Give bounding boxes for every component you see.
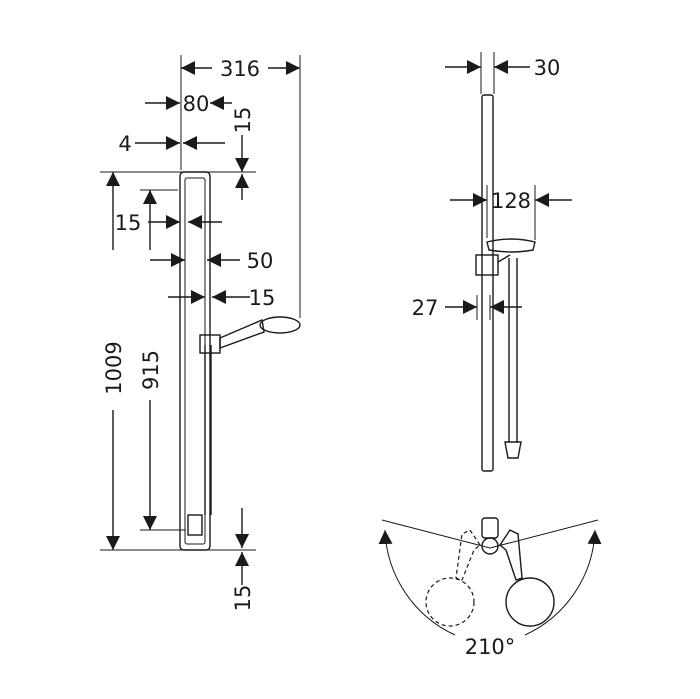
front-view: 316 80 4 15 1009 915 15 50 15 [100,55,301,612]
dim-top-margin: 15 [231,107,255,134]
wall-bracket [481,517,499,539]
side-holder [475,254,499,276]
head-position-dashed [425,577,475,627]
handshower-head [259,316,301,334]
dim-bar-offset: 50 [247,249,274,273]
dim-height-total: 1009 [102,341,126,394]
hose [204,345,212,515]
dim-holder-offset: 15 [249,286,276,310]
dim-offset-small: 4 [118,132,131,156]
handshower-handle [219,319,265,349]
dim-width-total: 316 [220,57,260,81]
dim-height-inner: 915 [139,350,163,390]
side-hose [497,254,518,442]
side-view: 30 128 27 [412,52,572,472]
bottom-cap [187,514,203,536]
side-head [486,238,536,253]
dim-bar-depth: 30 [534,56,561,80]
rotation-angle: 210° [465,635,516,659]
head-position-solid [505,577,555,627]
side-rail [481,94,494,472]
dim-width-holder: 80 [183,92,210,116]
dim-wall-offset: 27 [412,296,439,320]
dim-side-offset: 15 [115,211,142,235]
dim-bottom-margin: 15 [231,585,255,612]
dim-head-diameter: 128 [491,189,531,213]
rotation-view: 210° [378,517,602,659]
